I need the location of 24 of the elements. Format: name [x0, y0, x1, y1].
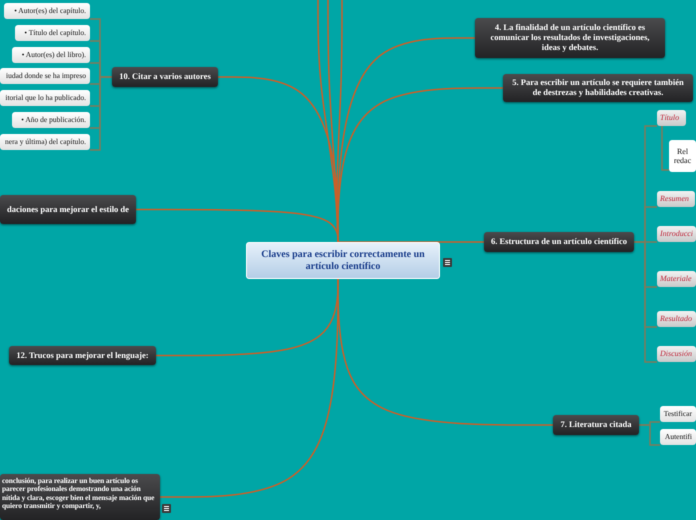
branch-line [336, 0, 343, 242]
connector-line [639, 424, 660, 446]
subtopic-box: Introducci [657, 226, 696, 242]
topic-box: 4. La finalidad de un artículo científico es comunicar los resultados de investigaciones, ideas y debates. [475, 18, 665, 58]
note-box: Rel redac [669, 140, 696, 172]
branch-line [160, 279, 339, 498]
branch-line [136, 208, 339, 242]
topic-box: daciones para mejorar el estilo de [0, 195, 136, 224]
subtopic-box: Resumen [657, 191, 695, 207]
connector-line [661, 126, 669, 171]
topic-box: 7. Literatura citada [553, 415, 639, 435]
subtopic-box: Discusión [657, 346, 696, 362]
topic-box: 5. Para escribir un artículo se requiere también de destrezas y habilidades creativas. [503, 74, 693, 102]
connector-line [90, 76, 112, 151]
topic-box: 12. Trucos para mejorar el lenguaje: [9, 346, 156, 365]
subtopic-box: Materiale [657, 271, 696, 287]
branch-line [218, 76, 339, 242]
topic-box: 10. Citar a varios autores [112, 67, 218, 87]
topic-box: 6. Estructura de un artículo científico [484, 232, 634, 252]
branch-line [337, 241, 484, 243]
subtopic-box: Resultado [657, 311, 696, 327]
central-topic: Claves para escribir correctamente un artículo científico [246, 242, 440, 279]
subtopic-box: Título [657, 110, 686, 126]
connector-line [634, 241, 657, 363]
